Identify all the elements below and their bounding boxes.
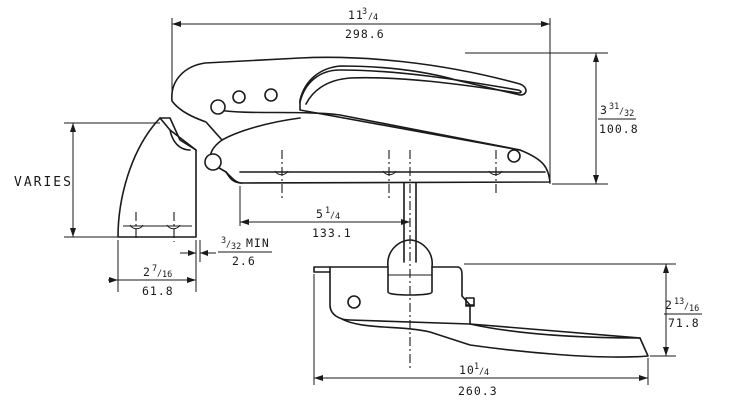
svg-text:/: / — [619, 107, 624, 117]
svg-text:/: / — [226, 240, 231, 250]
dimension-varies — [64, 122, 160, 238]
fraction-num: 13 — [674, 297, 684, 307]
fraction-int: 2 — [143, 265, 151, 279]
svg-text:/: / — [368, 12, 373, 22]
label-min-gap: 3 / 32 MIN 2.6 — [218, 236, 272, 268]
svg-text:/: / — [479, 367, 484, 377]
label-keeper-width: 2 7 / 16 61.8 — [142, 264, 174, 298]
fraction-num: 1 — [325, 206, 330, 216]
fraction-den: 4 — [484, 368, 489, 378]
dimension-overall-length — [171, 18, 551, 184]
pivot-hole — [507, 149, 521, 163]
release-lever — [313, 239, 649, 358]
lever-hole — [347, 295, 361, 309]
metric-value: 2.6 — [232, 254, 256, 268]
dimension-keeper-width — [108, 240, 197, 292]
fraction-den: 4 — [373, 13, 378, 23]
fraction-den: 16 — [689, 304, 699, 314]
latch-keeper — [117, 117, 197, 238]
metric-value: 260.3 — [458, 384, 498, 398]
label-overall-length: 11 3 / 4 298.6 — [345, 7, 385, 41]
fraction-den: 32 — [624, 109, 634, 119]
dimension-lever-length — [313, 274, 649, 385]
center-lines — [135, 150, 497, 370]
dimension-lever-height — [464, 263, 676, 357]
metric-value: 133.1 — [312, 226, 352, 240]
svg-text:/: / — [157, 269, 162, 279]
fraction-den: 32 — [231, 242, 241, 252]
fraction-int: 5 — [316, 207, 324, 221]
fraction-den: 16 — [162, 270, 172, 280]
fraction-int: 2 — [665, 298, 673, 312]
fraction-num: 31 — [609, 102, 619, 112]
pivot-hole — [232, 90, 246, 104]
fraction-den: 4 — [335, 212, 340, 222]
fraction-num: 1 — [474, 362, 479, 372]
svg-text:/: / — [330, 211, 335, 221]
dimension-stem-offset — [239, 186, 410, 226]
label-lever-length: 10 1 / 4 260.3 — [458, 362, 498, 398]
fraction-int: 3 — [600, 103, 608, 117]
label-stem-offset: 5 1 / 4 133.1 — [312, 206, 352, 240]
hinge-pin — [204, 153, 222, 171]
fraction-num: 3 — [221, 236, 226, 246]
fraction-int: 11 — [348, 8, 364, 22]
min-suffix: MIN — [246, 236, 270, 250]
latch-handle — [171, 56, 551, 184]
fraction-int: 10 — [459, 363, 475, 377]
metric-value: 100.8 — [599, 122, 639, 136]
metric-value: 71.8 — [668, 316, 700, 330]
label-lever-height: 2 13 / 16 71.8 — [664, 297, 702, 330]
fraction-num: 7 — [152, 264, 157, 274]
pivot-hole — [264, 88, 278, 102]
metric-value: 298.6 — [345, 27, 385, 41]
pivot-hole — [210, 99, 226, 115]
dimension-min-gap — [180, 240, 216, 262]
fraction-num: 3 — [362, 7, 367, 17]
label-varies: VARIES — [14, 175, 73, 190]
label-height: 3 31 / 32 100.8 — [598, 102, 639, 136]
metric-value: 61.8 — [142, 284, 174, 298]
svg-text:/: / — [684, 302, 689, 312]
dimension-height — [465, 52, 608, 185]
